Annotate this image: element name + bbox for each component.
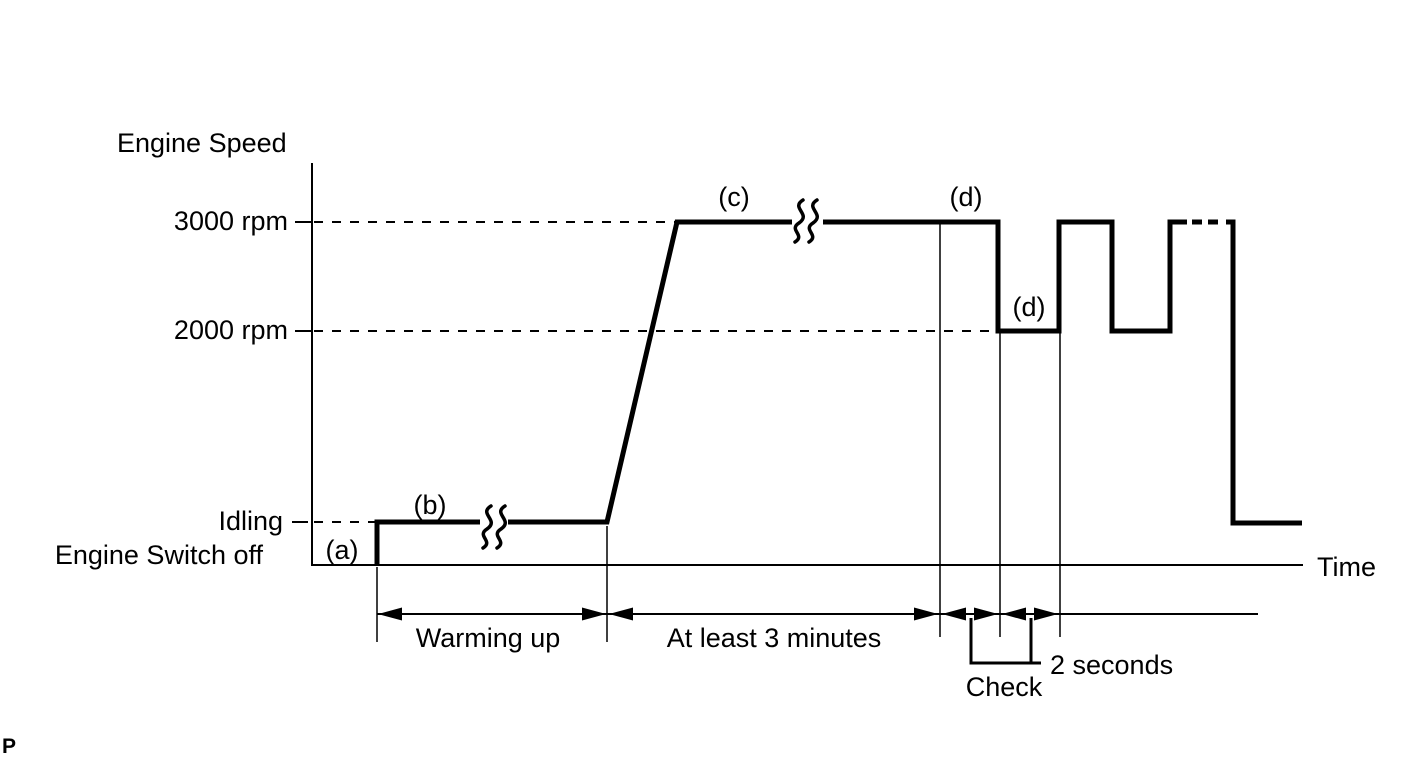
waveform-3000-2000-pulses [823,219,1187,334]
y-tick-label-engine-switch-off: Engine Switch off [54,540,263,571]
step-label-d-high: (d) [949,182,983,213]
annotation-warming-up: Warming up [415,623,561,654]
dimension-arrowheads [378,607,1058,621]
waveform-start-idling [374,519,480,566]
step-label-d-low: (d) [1012,292,1046,323]
check-bracket [969,618,1041,665]
step-label-b: (b) [413,490,447,521]
waveform-ramp-to-3000 [508,219,792,525]
step-label-a: (a) [325,535,359,566]
waveform-final-drop-to-idling [1226,219,1302,526]
y-axis-title: Engine Speed [117,128,287,159]
y-tick-label-idling: Idling [218,506,283,537]
annotation-at-least-3-minutes: At least 3 minutes [666,623,882,654]
annotation-2-seconds: 2 seconds [1050,650,1174,681]
time-break-mark-b [481,504,507,550]
time-break-mark-c [793,198,819,244]
y-tick-label-3000rpm: 3000 rpm [173,206,288,237]
page-marker: P [2,735,17,758]
step-label-c: (c) [718,182,750,213]
y-tick-label-2000rpm: 2000 rpm [173,315,288,346]
x-axis-title: Time [1317,552,1376,583]
annotation-check: Check [965,672,1043,703]
